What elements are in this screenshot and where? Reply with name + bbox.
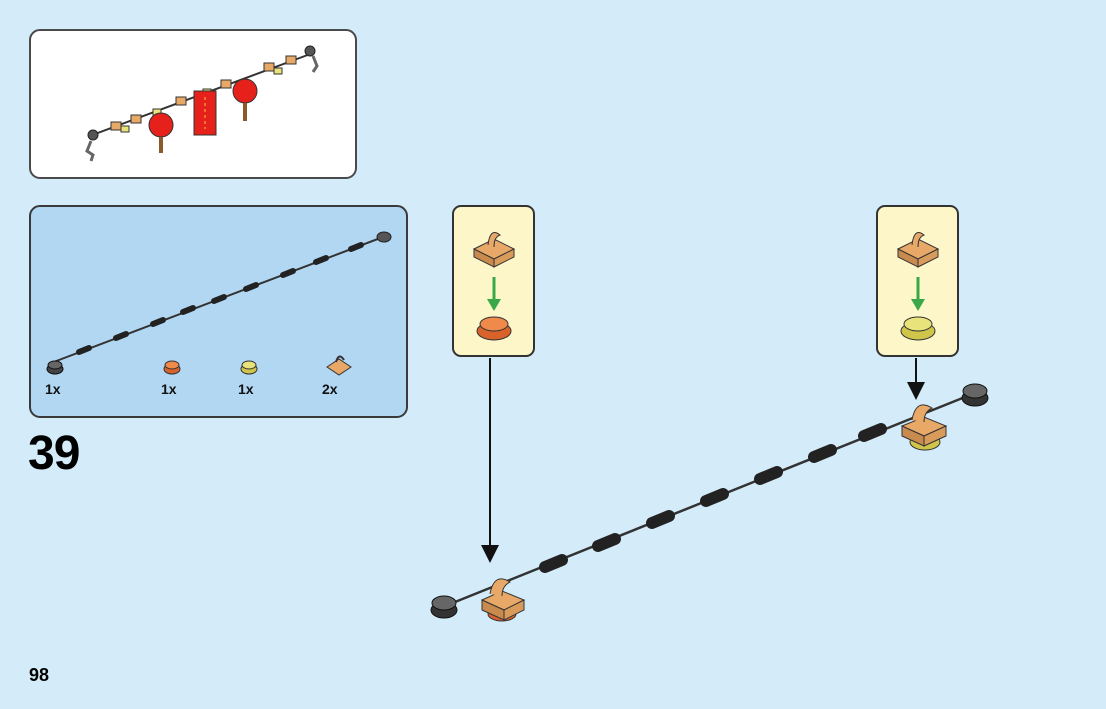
sub-assembly-callout-right [876, 205, 959, 357]
lantern-string-illustration [85, 45, 319, 162]
tan-clip-yellow-tile-right-icon [900, 404, 948, 451]
clip-onto-yellow-tile-illustration [896, 232, 940, 341]
part-quantity-2: 1x [161, 381, 177, 397]
lantern-left-icon [148, 112, 174, 153]
part-quantity-3: 1x [238, 381, 254, 397]
down-arrow-right-icon [907, 358, 925, 400]
black-round-plate-left-icon [430, 595, 458, 619]
page-number: 98 [29, 665, 50, 685]
step-number: 39 [28, 427, 80, 480]
black-round-plate-right-icon [961, 383, 989, 407]
parts-list-panel: 1x 1x 1x 2x [29, 205, 408, 418]
banner-icon [193, 90, 217, 136]
tan-clip-plate-icon [326, 355, 352, 376]
orange-round-tile-icon [163, 360, 181, 375]
assembly-overview-box [29, 29, 357, 179]
tan-clip-orange-tile-left-icon [480, 578, 526, 622]
sub-assembly-callout-left [452, 205, 535, 357]
yellow-round-tile-icon [240, 360, 258, 375]
down-arrow-left-icon [481, 358, 499, 563]
part-quantity-4: 2x [322, 381, 338, 397]
clip-onto-orange-tile-illustration [472, 232, 516, 341]
parts-illustration [46, 231, 392, 376]
black-round-plate-icon [46, 360, 64, 375]
lantern-right-icon [232, 78, 258, 121]
part-quantity-1: 1x [45, 381, 61, 397]
